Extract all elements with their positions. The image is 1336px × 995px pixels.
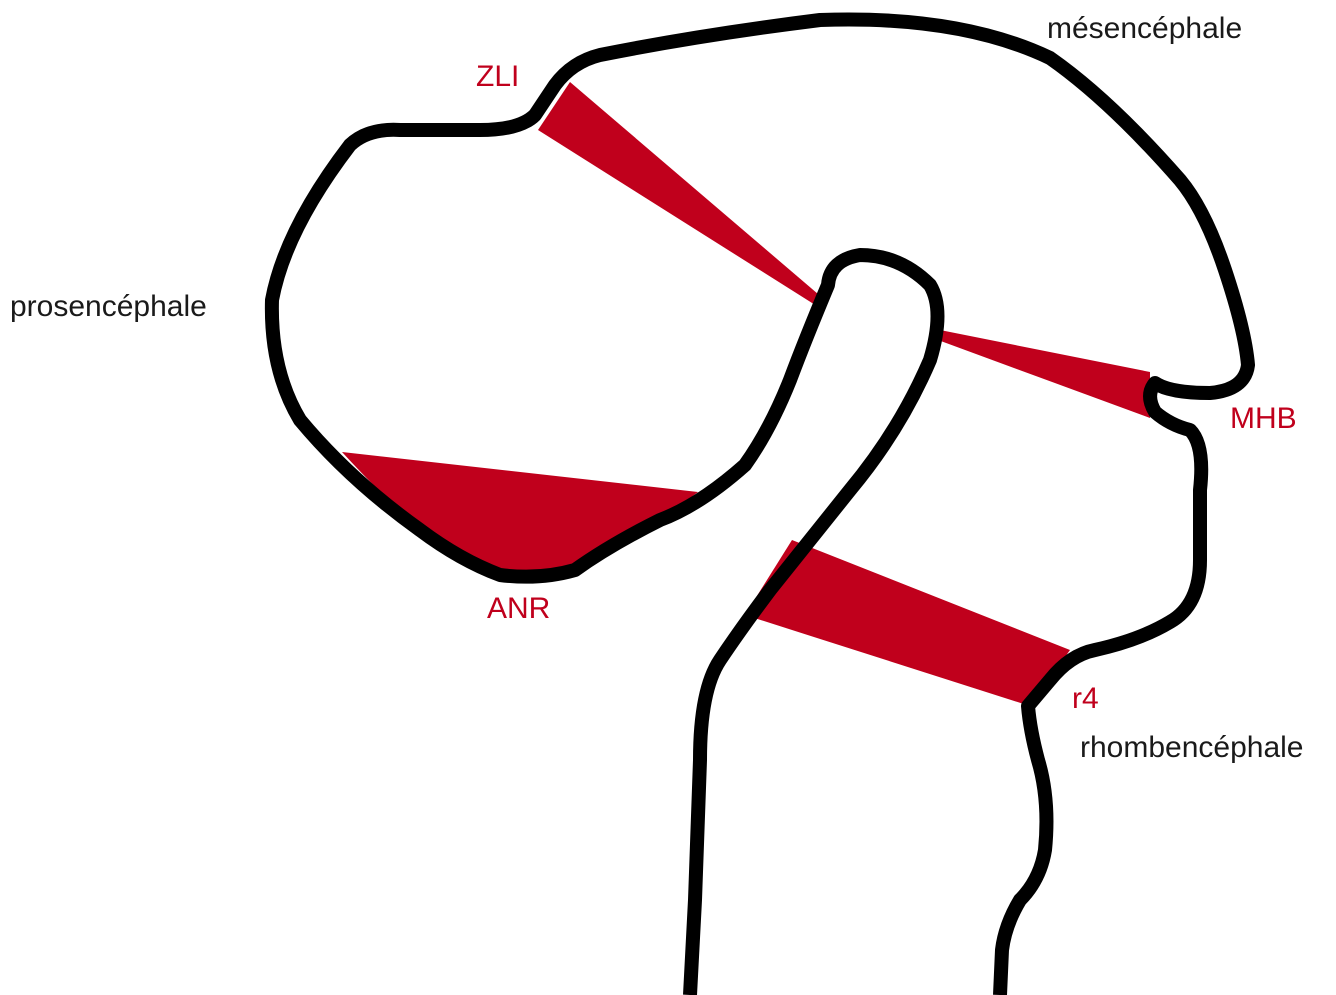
zli-label: ZLI [476, 62, 519, 92]
zli-wedge [538, 82, 825, 308]
anr-label: ANR [487, 594, 550, 624]
rhombencephale-label: rhombencéphale [1080, 733, 1304, 763]
mesencephale-label: mésencéphale [1047, 14, 1242, 44]
prosencephale-label: prosencéphale [10, 292, 207, 322]
mhb-label: MHB [1230, 404, 1297, 434]
r4-label: r4 [1072, 684, 1099, 714]
mhb-wedge [938, 330, 1150, 418]
